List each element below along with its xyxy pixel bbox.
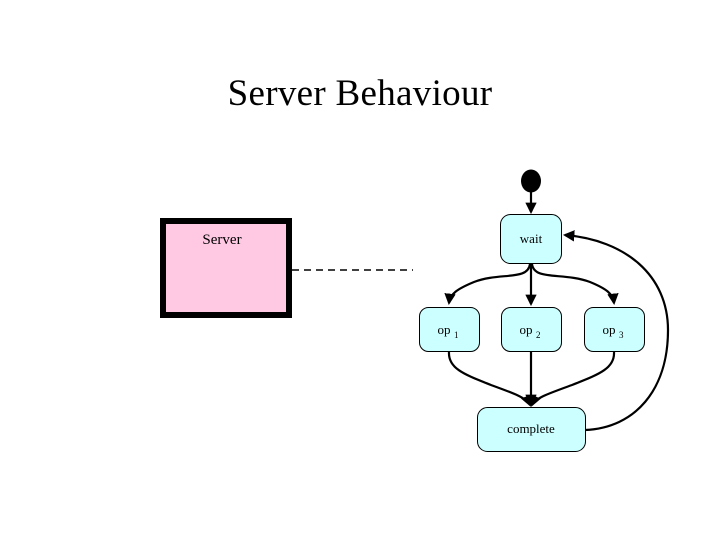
state-op2[interactable]: op 2	[501, 307, 562, 352]
transition-complete-to-wait	[562, 230, 670, 432]
state-wait-label: wait	[520, 231, 543, 246]
transition-op3-to-complete	[530, 351, 616, 407]
state-op3-sublabel: 3	[619, 330, 624, 340]
state-op1[interactable]: op 1	[419, 307, 480, 352]
state-op3-label: op	[603, 322, 616, 337]
state-op2-label: op	[520, 322, 533, 337]
state-wait[interactable]: wait	[500, 214, 562, 264]
server-object-box: Server	[160, 218, 292, 318]
state-op2-sublabel: 2	[536, 330, 541, 340]
state-op1-sublabel: 1	[454, 330, 459, 340]
initial-state-circle-icon	[521, 169, 541, 193]
state-op1-label: op	[438, 322, 451, 337]
transition-op1-to-complete	[447, 351, 532, 407]
page-title: Server Behaviour	[227, 73, 493, 114]
state-op3[interactable]: op 3	[584, 307, 645, 352]
state-complete-label: complete	[507, 421, 555, 436]
transition-wait-to-op3	[530, 263, 619, 306]
server-object-label: Server	[202, 232, 242, 248]
state-complete[interactable]: complete	[477, 407, 586, 452]
transition-wait-to-op1	[444, 263, 532, 306]
